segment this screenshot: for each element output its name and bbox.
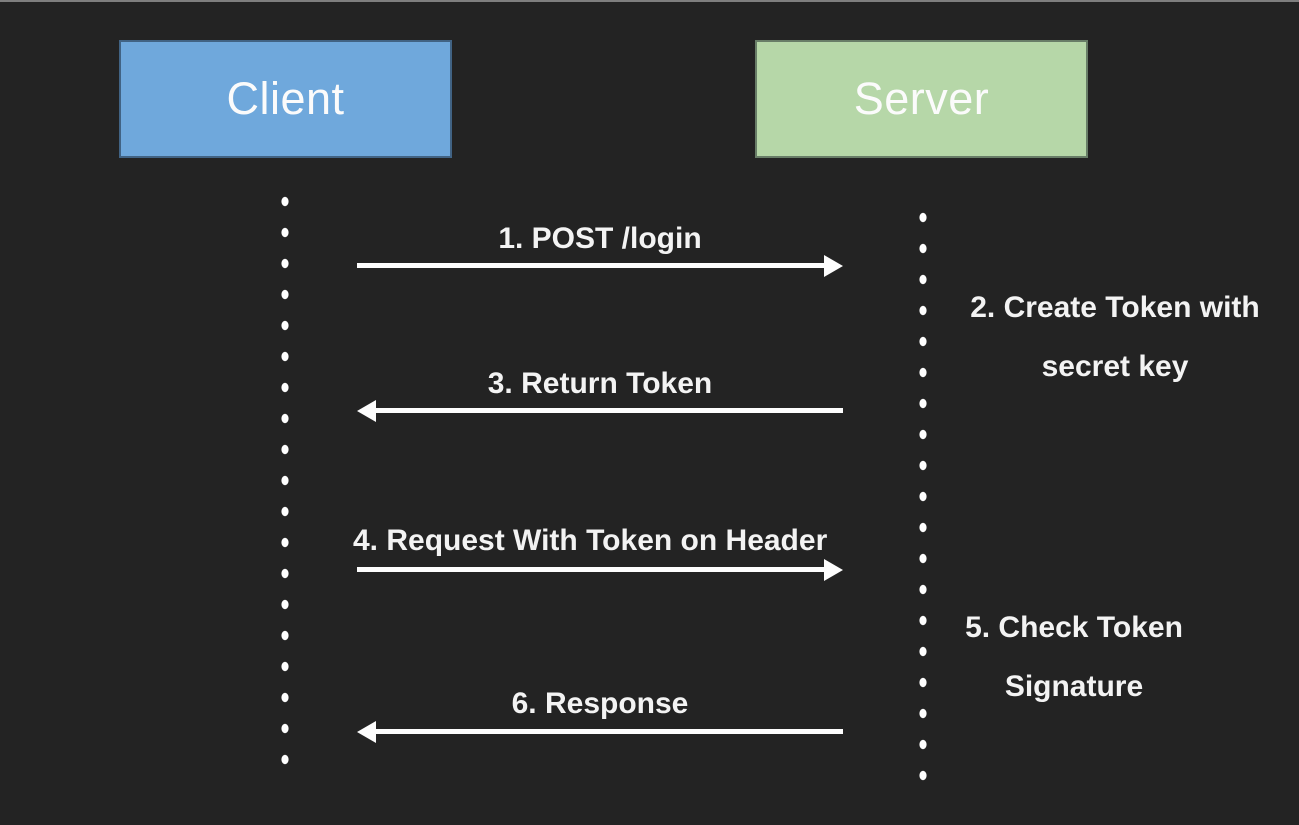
actor-label-server: Server [853,73,990,124]
lifeline-client [279,186,291,782]
note-line: 5. Check Token [965,611,1183,644]
message-arrow-request-with-token [357,559,843,581]
actor-box-server: Server [755,40,1088,158]
message-arrow-response [357,721,843,743]
message-label-return-token: 3. Return Token [487,367,713,400]
message-label-response: 6. Response [511,687,689,720]
note-line: 2. Create Token with [970,291,1260,324]
note-line: Signature [1004,670,1144,703]
actor-label-client: Client [226,73,345,124]
message-arrow-return-token [357,400,843,422]
lifeline-server [917,202,929,782]
top-edge-divider [0,0,1299,2]
arrow-head-left-icon [357,721,376,743]
arrow-shaft [357,263,828,268]
arrow-shaft [372,729,843,734]
arrow-shaft [357,567,828,572]
note-create-token: 2. Create Token with secret key [950,278,1280,396]
actor-box-client: Client [119,40,452,158]
arrow-head-right-icon [824,559,843,581]
arrow-head-left-icon [357,400,376,422]
note-check-token-signature: 5. Check Token Signature [924,598,1224,716]
arrow-shaft [372,408,843,413]
message-label-post-login: 1. POST /login [498,222,702,255]
message-arrow-post-login [357,255,843,277]
arrow-head-right-icon [824,255,843,277]
message-label-request-with-token: 4. Request With Token on Header [353,524,828,557]
note-line: secret key [1041,350,1189,383]
